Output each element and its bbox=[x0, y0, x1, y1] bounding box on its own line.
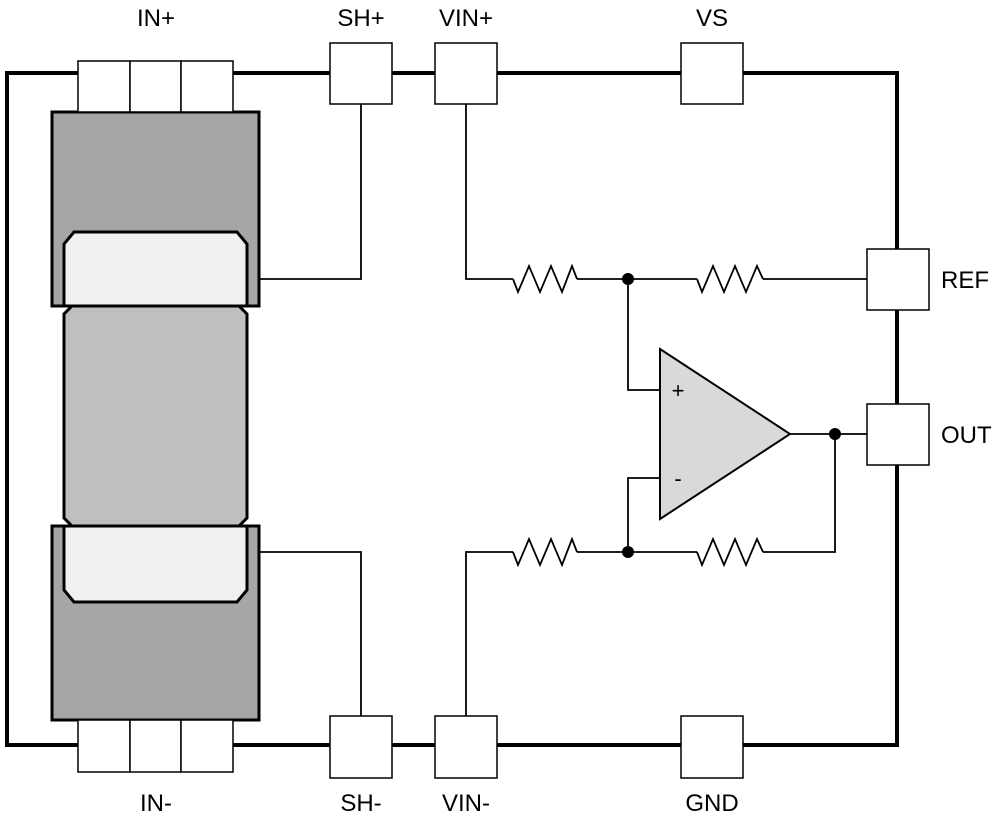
pin-gnd bbox=[680, 715, 744, 779]
pin-vs bbox=[680, 42, 744, 105]
label-in-minus: IN- bbox=[140, 790, 172, 817]
label-vin-minus: VIN- bbox=[442, 790, 490, 817]
pin-out bbox=[866, 403, 930, 466]
label-sh-plus: SH+ bbox=[337, 5, 384, 32]
op-amp-triangle bbox=[659, 347, 792, 521]
shunt-resistive-element bbox=[62, 304, 249, 528]
resistor-r2 bbox=[696, 263, 764, 295]
vin-minus-wire bbox=[465, 551, 513, 716]
shunt-resistor bbox=[50, 110, 261, 722]
op-amp-plus-sign: + bbox=[672, 378, 685, 403]
resistor-r1 bbox=[512, 263, 578, 295]
in-minus-pads bbox=[77, 719, 234, 773]
vin-plus-wire bbox=[465, 104, 513, 280]
in-plus-pad bbox=[180, 60, 234, 113]
junction-dot bbox=[622, 546, 634, 558]
resistor-r3 bbox=[512, 536, 578, 568]
pin-sh-minus bbox=[329, 715, 393, 779]
wire-node-to-plus-input bbox=[627, 279, 660, 391]
in-minus-pad bbox=[129, 719, 182, 773]
label-in-plus: IN+ bbox=[137, 5, 175, 32]
op-amp-minus-sign: - bbox=[674, 466, 681, 491]
pin-ref bbox=[866, 248, 930, 311]
shunt-top-band bbox=[62, 230, 249, 308]
in-plus-pads bbox=[77, 60, 234, 113]
shunt-bottom-band bbox=[62, 524, 249, 604]
in-minus-pad bbox=[180, 719, 234, 773]
pin-sh-plus bbox=[329, 42, 393, 105]
label-sh-minus: SH- bbox=[340, 790, 381, 817]
junction-dot bbox=[622, 273, 634, 285]
in-plus-pad bbox=[129, 60, 182, 113]
resistor-r4 bbox=[696, 536, 764, 568]
pin-vin-plus bbox=[434, 42, 498, 105]
wire-node-to-minus-input bbox=[627, 477, 660, 552]
in-plus-pad bbox=[77, 60, 131, 113]
sh-plus-wire bbox=[259, 104, 362, 280]
label-gnd: GND bbox=[685, 790, 738, 817]
label-vs: VS bbox=[696, 5, 728, 32]
label-vin-plus: VIN+ bbox=[439, 5, 493, 32]
sh-minus-wire bbox=[259, 551, 362, 716]
pin-vin-minus bbox=[434, 715, 498, 779]
wire-r4-to-output-node bbox=[763, 434, 836, 553]
label-ref: REF bbox=[941, 267, 989, 294]
junction-dot bbox=[829, 428, 841, 440]
internal-wiring bbox=[259, 104, 867, 716]
label-out: OUT bbox=[941, 422, 992, 449]
in-minus-pad bbox=[77, 719, 131, 773]
